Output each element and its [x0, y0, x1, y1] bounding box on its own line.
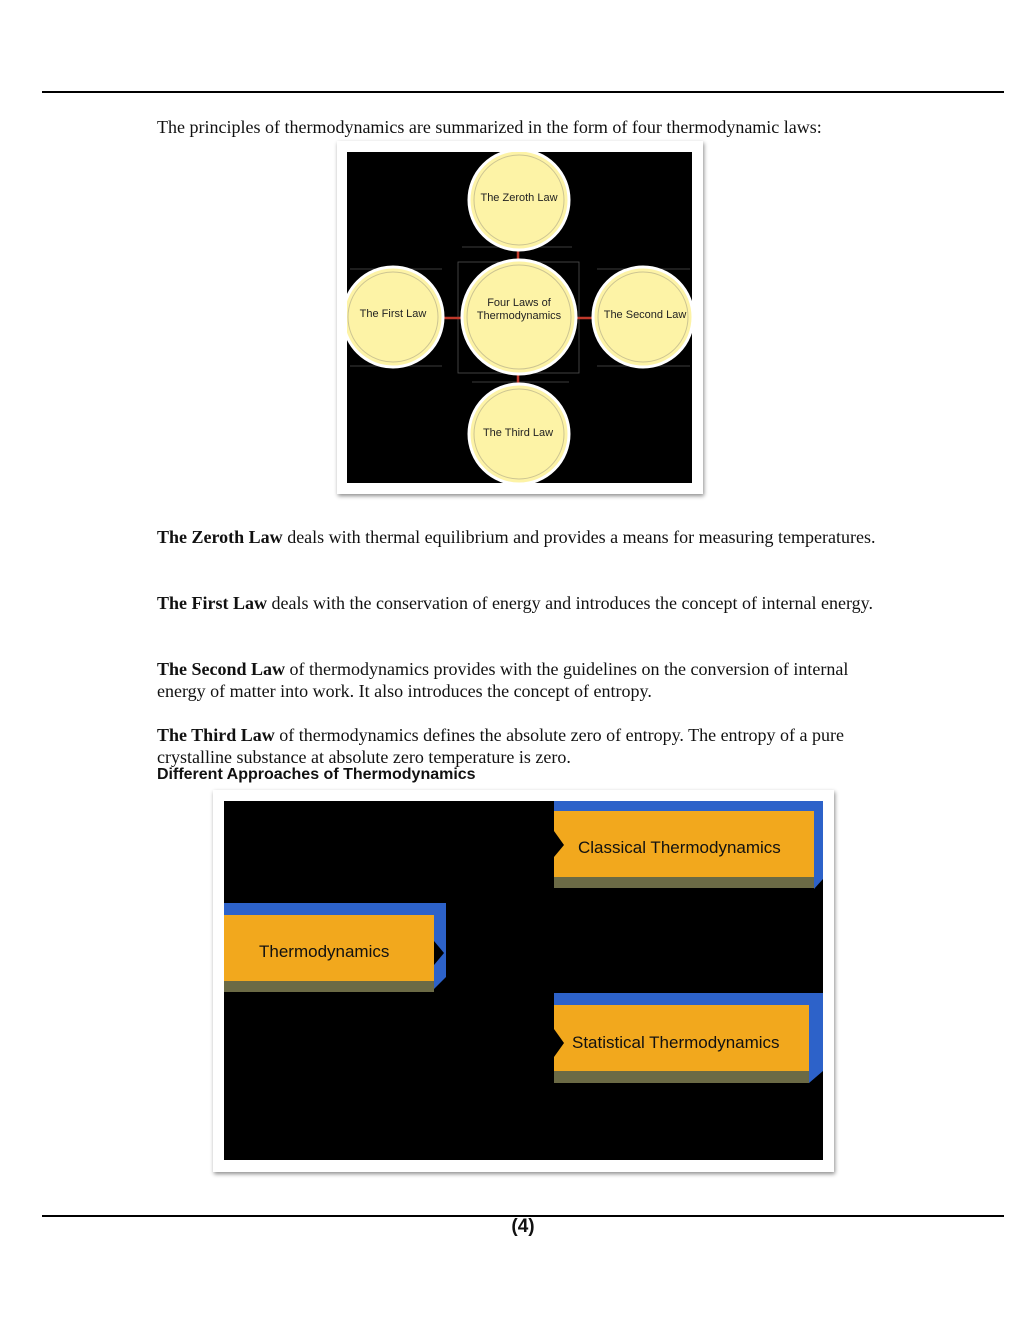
approaches-diagram: Thermodynamics Classical Thermodynamics …	[213, 790, 834, 1172]
third-law-paragraph: The Third Law of thermodynamics defines …	[157, 724, 892, 768]
zeroth-law-text: deals with thermal equilibrium and provi…	[282, 527, 876, 547]
center-circle	[460, 258, 578, 376]
approaches-graphic	[224, 801, 823, 1083]
statistical-box	[554, 993, 823, 1083]
four-laws-diagram: The Zeroth Law The First Law The Second …	[337, 141, 703, 494]
header-rule	[42, 91, 1004, 93]
four-laws-canvas: The Zeroth Law The First Law The Second …	[347, 152, 692, 483]
root-label: Thermodynamics	[259, 942, 390, 961]
first-law-circle	[347, 265, 445, 369]
first-law-text: deals with the conservation of energy an…	[267, 593, 873, 613]
second-law-term: The Second Law	[157, 659, 286, 679]
third-law-label: The Third Law	[482, 427, 554, 439]
third-law-circle	[467, 382, 571, 483]
zeroth-law-circle	[467, 152, 571, 252]
root-box	[224, 903, 446, 992]
zeroth-law-term: The Zeroth Law	[157, 527, 283, 547]
zeroth-law-label: The Zeroth Law	[480, 192, 558, 204]
approaches-heading: Different Approaches of Thermodynamics	[157, 766, 476, 783]
third-law-term: The Third Law	[157, 725, 275, 745]
statistical-label: Statistical Thermodynamics	[572, 1033, 780, 1052]
approaches-canvas: Thermodynamics Classical Thermodynamics …	[224, 801, 823, 1160]
second-law-text: of thermodynamics provides with the guid…	[157, 659, 849, 701]
first-law-label: The First Law	[359, 308, 427, 320]
four-laws-graphic	[347, 152, 692, 483]
page-number: (4)	[511, 1216, 535, 1237]
zeroth-law-paragraph: The Zeroth Law deals with thermal equili…	[157, 526, 892, 548]
footer-rule	[42, 1215, 1004, 1217]
center-label-line2: Thermodynamics	[476, 310, 562, 322]
classical-label: Classical Thermodynamics	[578, 838, 781, 857]
center-label: Four Laws of Thermodynamics	[469, 297, 569, 323]
second-law-circle	[591, 265, 692, 369]
center-label-line1: Four Laws of	[487, 297, 551, 309]
classical-box	[554, 801, 823, 889]
second-law-paragraph: The Second Law of thermodynamics provide…	[157, 658, 892, 702]
second-law-label: The Second Law	[603, 309, 687, 321]
intro-text: The principles of thermodynamics are sum…	[157, 117, 822, 137]
first-law-paragraph: The First Law deals with the conservatio…	[157, 592, 892, 614]
third-law-text: of thermodynamics defines the absolute z…	[157, 725, 845, 767]
first-law-term: The First Law	[157, 593, 267, 613]
